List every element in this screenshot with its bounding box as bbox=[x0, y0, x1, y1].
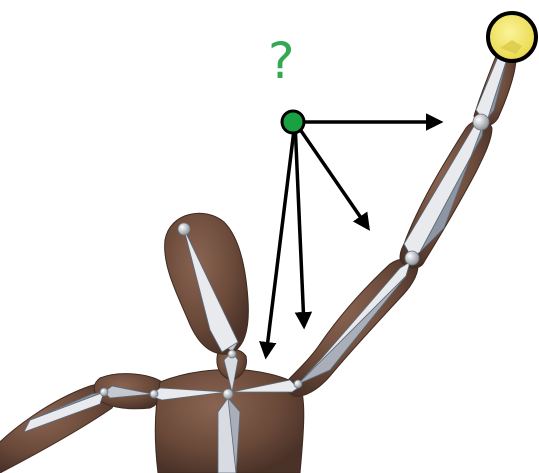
right-upper-arm-bone bbox=[298, 262, 410, 384]
arrow-down-left bbox=[266, 122, 295, 356]
green-dot-icon[interactable] bbox=[282, 111, 304, 133]
right-elbow-joint bbox=[405, 251, 419, 265]
arrow-down-right bbox=[295, 122, 368, 228]
head-joint bbox=[178, 223, 190, 235]
right-wrist-joint bbox=[473, 114, 489, 130]
chest-joint bbox=[223, 389, 233, 399]
left-elbow-joint bbox=[100, 388, 108, 396]
left-shoulder-joint bbox=[150, 390, 158, 398]
right-forearm-bone bbox=[404, 122, 484, 258]
right-shoulder-joint bbox=[294, 380, 302, 388]
question-mark: ? bbox=[268, 32, 295, 90]
arrow-down bbox=[295, 122, 304, 326]
neck-joint bbox=[228, 350, 236, 358]
right-upper-arm-bone-face bbox=[298, 276, 406, 384]
joints bbox=[100, 114, 489, 399]
yellow-target-icon[interactable] bbox=[488, 13, 536, 61]
